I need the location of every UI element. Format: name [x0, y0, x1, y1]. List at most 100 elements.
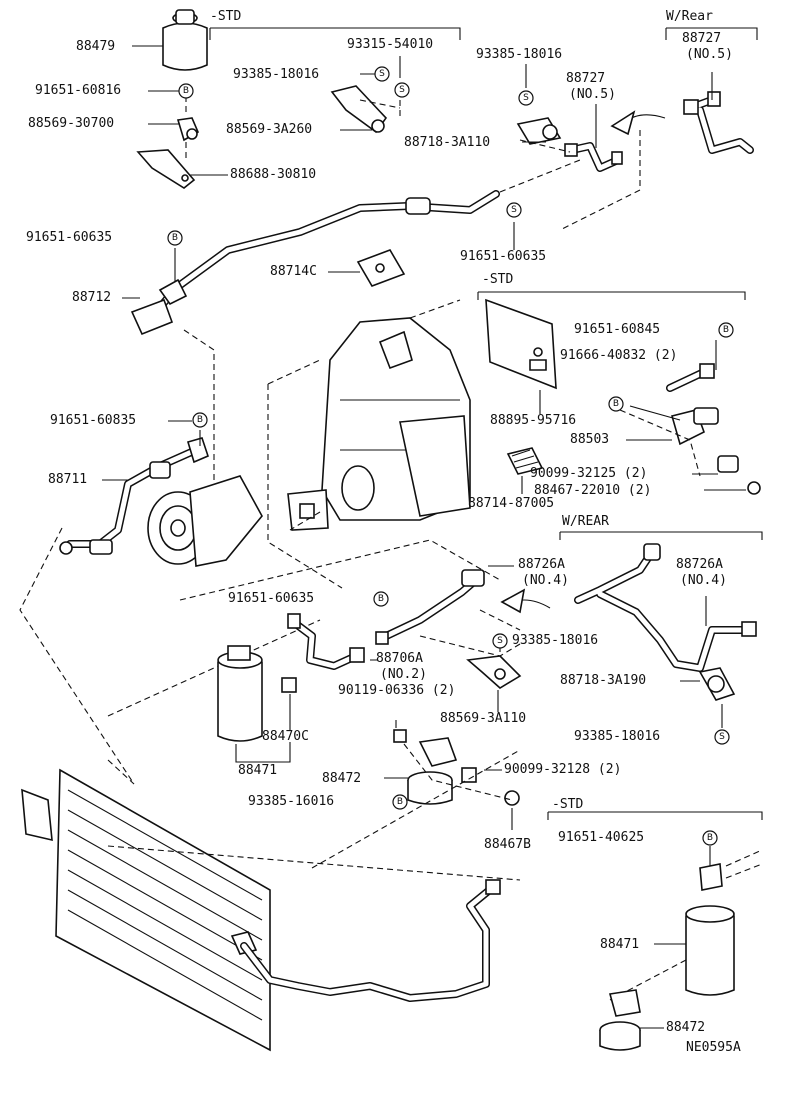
label-88727-center-no: (NO.5) [569, 87, 616, 102]
label-88718-3a110: 88718-3A110 [404, 135, 491, 150]
label-88688-30810: 88688-30810 [230, 167, 317, 182]
hose-88712-part [130, 190, 500, 336]
w-rear-bracket [665, 27, 758, 40]
symbol-s-91651-60635-b: S [506, 202, 522, 218]
svg-text:S: S [511, 205, 517, 215]
label-std-bottom: -STD [552, 797, 584, 812]
seal-88714-87005-part [506, 447, 544, 475]
dash-88503 [619, 409, 701, 477]
label-88569-3a110: 88569-3A110 [440, 711, 527, 726]
compressor-part [147, 475, 263, 567]
label-88895-95716: 88895-95716 [490, 413, 577, 428]
arrow-head-rear-2 [500, 588, 526, 614]
leaders-88472-center [384, 720, 513, 830]
label-93385-18016-d: 93385-18016 [574, 729, 661, 744]
hose-88711-part [59, 437, 209, 555]
svg-text:B: B [707, 833, 713, 843]
label-88718-3a190: 88718-3A190 [560, 673, 647, 688]
symbol-b-91651-60635-a: B [167, 230, 183, 246]
plate-88895-95716-part [485, 298, 557, 390]
bracket-88688-30810-part [136, 149, 196, 189]
label-88726a-center-no: (NO.4) [522, 573, 569, 588]
svg-text:B: B [197, 415, 203, 425]
svg-text:B: B [378, 594, 384, 604]
clamp-88569-3a260-part [330, 85, 388, 134]
dash-middle-routing [19, 527, 521, 785]
dash-condenser [107, 749, 521, 881]
leaders-top-left [148, 90, 228, 176]
label-88503: 88503 [570, 432, 610, 447]
label-88712: 88712 [72, 290, 112, 305]
svg-text:B: B [397, 797, 403, 807]
label-88726a-rear-no: (NO.4) [680, 573, 727, 588]
leaders-88503 [626, 340, 746, 491]
label-88472-center: 88472 [322, 771, 362, 786]
symbol-s-93385-18016-a: S [374, 66, 390, 82]
symbol-b-91651-60635-c: B [373, 591, 389, 607]
symbol-s-93385-18016-d: S [714, 729, 730, 745]
svg-text:S: S [399, 85, 405, 95]
pipe-88727-center-part [564, 142, 623, 172]
symbol-b-93385-16016: B [392, 794, 408, 810]
pipe-88726a-rear-part [574, 543, 757, 672]
condenser-part [21, 768, 271, 1052]
symbol-b-91651-60835: B [192, 412, 208, 428]
label-88569-30700: 88569-30700 [28, 116, 115, 131]
leaders-88711 [102, 420, 192, 481]
std-bracket-bottom [547, 811, 763, 820]
std-bracket-top [210, 27, 461, 40]
dash-88472-center [403, 743, 513, 801]
clamp-88718-3a110-part [516, 117, 562, 145]
label-91666-40832: 91666-40832 (2) [560, 348, 678, 363]
label-91651-60835: 91651-60835 [50, 413, 137, 428]
label-88706a-no: (NO.2) [380, 667, 427, 682]
dash-connections-top [499, 130, 641, 231]
arrow-head-rear [610, 110, 636, 136]
symbol-b-91651-60845: B [718, 322, 734, 338]
condenser-pipe-part [240, 879, 501, 1002]
label-93385-18016-c: 93385-18016 [512, 633, 599, 648]
label-w-rear-top: W/Rear [666, 9, 713, 24]
svg-text:B: B [613, 399, 619, 409]
bracket-88472-std-part [599, 989, 641, 1051]
dash-3a110 [419, 635, 521, 657]
label-93385-16016: 93385-16016 [248, 794, 335, 809]
symbol-s-93315-54010: S [394, 82, 410, 98]
label-88471-std: 88471 [600, 937, 640, 952]
label-90099-32128: 90099-32128 (2) [504, 762, 622, 777]
label-88569-3a260: 88569-3A260 [226, 122, 313, 137]
label-88727-center: 88727 [566, 71, 606, 86]
label-91651-60845: 91651-60845 [574, 322, 661, 337]
insulator-88714c-part [356, 249, 406, 287]
symbol-b-91651-40625: B [702, 830, 718, 846]
leaders-3a190 [680, 680, 723, 728]
label-90099-32125: 90099-32125 (2) [530, 466, 648, 481]
symbol-b-91666-40832: B [608, 396, 624, 412]
label-std-top: -STD [210, 9, 242, 24]
label-88711: 88711 [48, 472, 88, 487]
label-88706a: 88706A [376, 651, 423, 666]
dash-top-middle [359, 99, 401, 120]
label-91651-60635-c: 91651-60635 [228, 591, 315, 606]
label-93315-54010: 93315-54010 [347, 37, 434, 52]
svg-text:B: B [172, 233, 178, 243]
label-88727-rear-no: (NO.5) [686, 47, 733, 62]
label-91651-60635-a: 91651-60635 [26, 230, 113, 245]
label-88726a-rear: 88726A [676, 557, 723, 572]
svg-text:S: S [497, 636, 503, 646]
label-91651-40625: 91651-40625 [558, 830, 645, 845]
label-91651-60635-b: 91651-60635 [460, 249, 547, 264]
symbol-b-91651-60816: B [178, 83, 194, 99]
bracket-88472-center-part [393, 729, 520, 806]
label-88714c: 88714C [270, 264, 317, 279]
label-88714-87005: 88714-87005 [468, 496, 555, 511]
svg-text:B: B [723, 325, 729, 335]
label-w-rear-mid: W/REAR [562, 514, 609, 529]
diagram-code: NE0595A [686, 1040, 741, 1055]
leaders-top-middle [340, 56, 401, 131]
leaders-std-receiver [654, 846, 711, 945]
svg-text:S: S [719, 732, 725, 742]
evaporator-unit-88501-part [287, 317, 471, 531]
